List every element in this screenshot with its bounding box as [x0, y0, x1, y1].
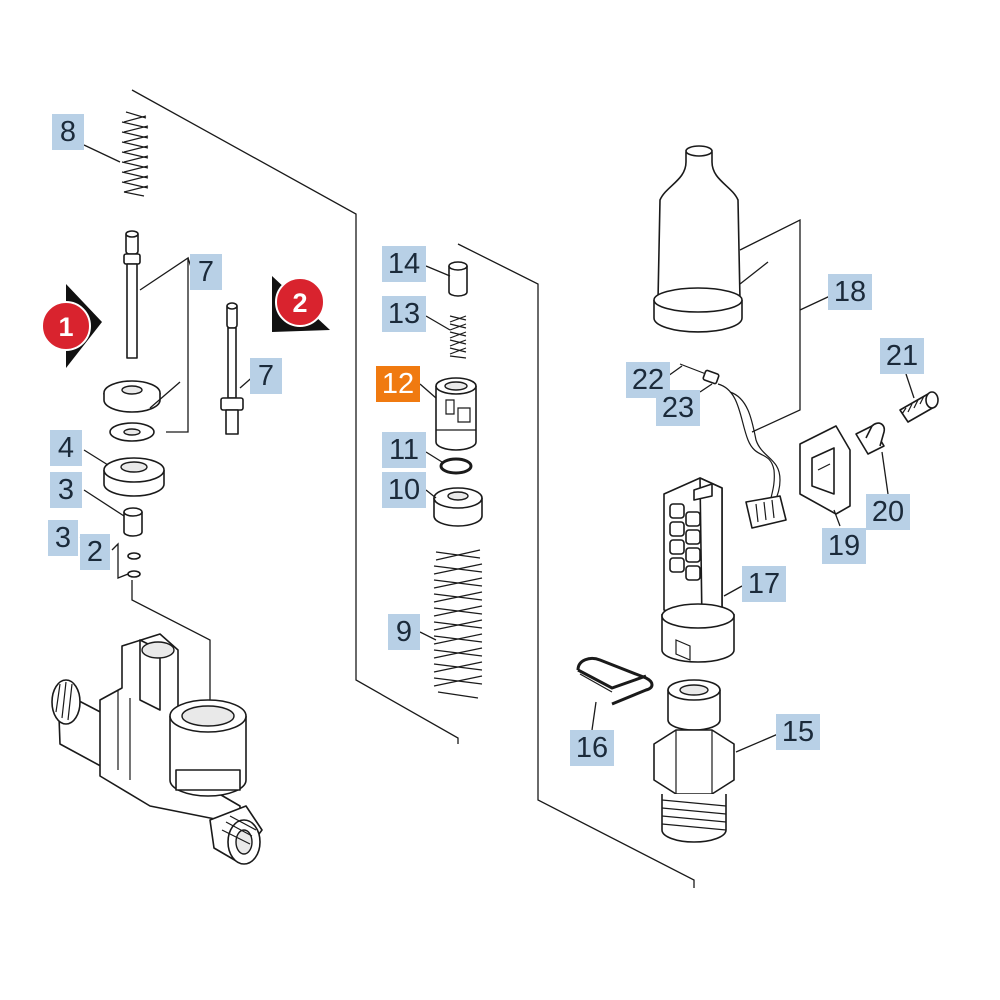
callout-21: 21: [880, 338, 924, 374]
cover-part-18: [653, 145, 743, 333]
leader-21: [905, 373, 915, 399]
callout-11: 11: [382, 432, 426, 468]
leader-13: [425, 315, 451, 331]
bushing-part-4: [103, 457, 165, 497]
callout-10: 10: [382, 472, 426, 508]
callout-3b: 3: [48, 520, 78, 556]
cap-part-14: [448, 261, 468, 297]
callout-12-highlighted: 12: [376, 366, 420, 402]
leader-7a-3: [149, 381, 181, 409]
cable-part-22-23: [679, 363, 787, 529]
spring-part-8: [121, 111, 149, 197]
callout-2: 2: [80, 534, 110, 570]
callout-16: 16: [570, 730, 614, 766]
callout-14: 14: [382, 246, 426, 282]
housing-part-17: [661, 477, 735, 663]
leader-3a: [83, 489, 125, 517]
clip-part-20: [855, 422, 886, 455]
washer-top: [103, 380, 161, 413]
pin-part-7b: [220, 302, 244, 435]
callout-8: 8: [52, 114, 84, 150]
valve-seat-part-3: [123, 507, 143, 537]
callout-13: 13: [382, 296, 426, 332]
leader-18b: [739, 261, 769, 285]
callout-15: 15: [776, 714, 820, 750]
callout-18: 18: [828, 274, 872, 310]
valve-housing: [51, 633, 263, 865]
fitting-part-15: [653, 679, 735, 843]
callout-4: 4: [50, 430, 82, 466]
leader-18: [739, 218, 801, 433]
assembly-line-left: [131, 89, 459, 744]
callout-19: 19: [822, 528, 866, 564]
marker-1-text: 1: [58, 312, 73, 342]
leader-11: [425, 451, 443, 463]
leader-20: [881, 451, 889, 495]
o-ring-part-2: [127, 552, 141, 578]
pin-part-7a: [123, 230, 141, 359]
callout-20: 20: [866, 494, 910, 530]
leader-16: [591, 701, 597, 731]
marker-2: 2: [272, 276, 330, 332]
spring-part-9: [433, 549, 483, 699]
leader-10: [425, 489, 437, 499]
leader-19: [833, 509, 841, 527]
leader-2: [111, 542, 129, 579]
marker-2-text: 2: [292, 288, 307, 318]
leader-22: [667, 365, 683, 377]
leader-4: [83, 449, 109, 466]
leader-14: [425, 265, 451, 277]
callout-9: 9: [388, 614, 420, 650]
spring-part-13: [449, 315, 467, 359]
callout-7a: 7: [190, 254, 222, 290]
washer-flat: [109, 422, 155, 442]
leader-8: [83, 144, 121, 163]
leader-12: [419, 383, 437, 399]
bracket-part-19: [799, 425, 851, 515]
sleeve-part-12: [435, 377, 477, 451]
callout-3a: 3: [50, 472, 82, 508]
screw-part-21: [899, 391, 939, 423]
callout-7b: 7: [250, 358, 282, 394]
leader-23: [699, 383, 713, 393]
leader-18c: [799, 295, 831, 311]
leader-7a: [139, 256, 189, 433]
leader-9: [419, 631, 437, 641]
assembly-line-valve: [131, 580, 211, 712]
wire-clip-part-16: [576, 656, 654, 706]
marker-1: 1: [41, 284, 102, 368]
callout-17: 17: [742, 566, 786, 602]
callout-23: 23: [656, 390, 700, 426]
leader-15: [735, 733, 779, 753]
leader-17: [723, 585, 743, 597]
seal-part-10: [433, 487, 483, 527]
assembly-line-center: [457, 243, 695, 888]
o-ring-part-11: [439, 457, 473, 475]
